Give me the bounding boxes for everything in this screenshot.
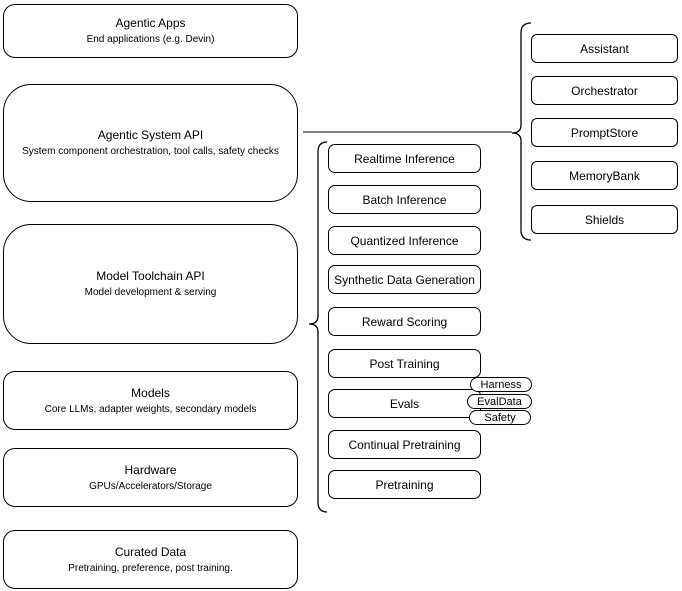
node-label: Synthetic Data Generation (334, 272, 475, 287)
node-label: Continual Pretraining (348, 437, 461, 452)
box-subtitle: GPUs/Accelerators/Storage (89, 480, 212, 492)
box-orchestrator: Orchestrator (531, 76, 678, 105)
box-post-training: Post Training (328, 349, 481, 378)
box-subtitle: System component orchestration, tool cal… (22, 146, 279, 157)
box-subtitle: Model development & serving (84, 287, 217, 298)
pill-safety: Safety (469, 410, 531, 425)
box-title: Agentic System API (97, 128, 204, 142)
node-label: Batch Inference (362, 192, 447, 207)
node-label: Assistant (580, 41, 629, 56)
box-subtitle: End applications (e.g. Devin) (86, 34, 215, 45)
box-subtitle: Core LLMs, adapter weights, secondary mo… (44, 403, 257, 415)
box-promptstore: PromptStore (531, 118, 678, 147)
node-label: Reward Scoring (361, 314, 448, 329)
box-agentic-system-api: Agentic System API System component orch… (3, 84, 298, 202)
box-shields: Shields (531, 205, 678, 234)
box-title: Models (131, 385, 170, 400)
box-curated-data: Curated Data Pretraining, preference, po… (3, 530, 298, 589)
box-title: Agentic Apps (115, 16, 186, 30)
pill-harness: Harness (470, 377, 532, 392)
node-label: Shields (584, 212, 625, 227)
pill-evaldata: EvalData (467, 394, 532, 409)
box-subtitle: Pretraining, preference, post training. (68, 562, 233, 574)
box-realtime-inference: Realtime Inference (328, 144, 481, 173)
node-label: PromptStore (570, 125, 639, 140)
box-models: Models Core LLMs, adapter weights, secon… (3, 371, 298, 430)
box-title: Model Toolchain API (96, 269, 205, 283)
box-memorybank: MemoryBank (531, 161, 678, 190)
box-model-toolchain-api: Model Toolchain API Model development & … (3, 224, 298, 344)
node-label: Pretraining (375, 477, 434, 492)
box-assistant: Assistant (531, 34, 678, 63)
box-quantized-inference: Quantized Inference (328, 226, 481, 255)
box-title: Curated Data (114, 544, 187, 559)
box-batch-inference: Batch Inference (328, 185, 481, 214)
node-label: Evals (389, 396, 420, 411)
box-reward-scoring: Reward Scoring (328, 307, 481, 336)
box-synthetic-data-generation: Synthetic Data Generation (328, 265, 481, 294)
node-label: Realtime Inference (354, 151, 455, 166)
box-agentic-apps: Agentic Apps End applications (e.g. Devi… (3, 4, 298, 58)
node-label: MemoryBank (569, 168, 640, 183)
box-title: Hardware (124, 462, 177, 477)
components-brace (511, 22, 532, 241)
node-label: Orchestrator (571, 83, 638, 98)
box-pretraining: Pretraining (328, 470, 481, 499)
box-continual-pretraining: Continual Pretraining (328, 430, 481, 459)
node-label: Post Training (369, 356, 440, 371)
box-hardware: Hardware GPUs/Accelerators/Storage (3, 448, 298, 507)
node-label: Quantized Inference (350, 233, 459, 248)
box-evals: Evals (328, 389, 481, 418)
toolchain-brace (308, 141, 328, 513)
